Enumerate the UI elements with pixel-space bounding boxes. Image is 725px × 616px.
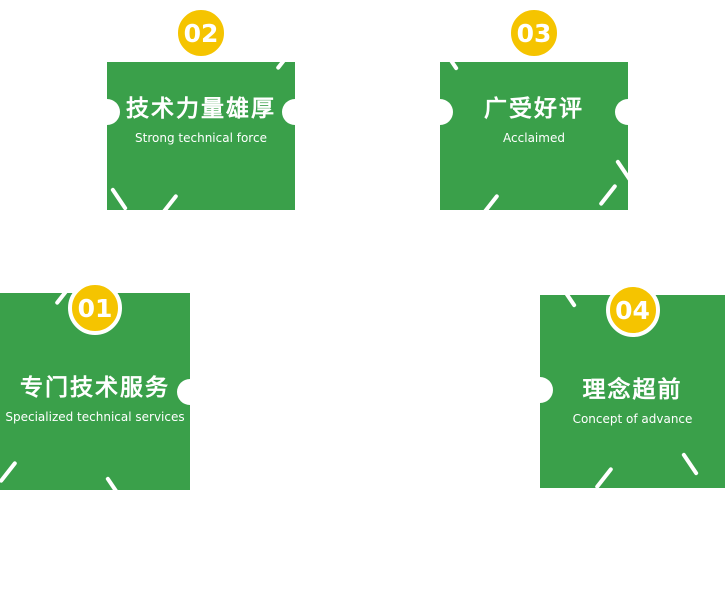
edge-notch-left [427,99,453,125]
card-title: 技术力量雄厚 [126,96,276,122]
feature-card-03: 03 广受好评 Acclaimed [427,6,641,217]
number-badge-03: 03 [507,6,561,60]
card-subtitle: Acclaimed [503,131,565,145]
feature-card-04: 04 理念超前 Concept of advance [527,283,725,490]
number-badge-01: 01 [68,281,122,335]
number-badge-02: 02 [174,6,228,60]
card-body: 技术力量雄厚 Strong technical force [107,62,295,210]
badge-number: 03 [516,18,552,48]
edge-notch-right [615,99,641,125]
badge-number: 04 [615,295,650,325]
card-body: 专门技术服务 Specialized technical services [0,293,190,490]
badge-number: 02 [183,18,219,48]
feature-card-01: 01 专门技术服务 Specialized technical services [0,281,203,500]
card-body: 广受好评 Acclaimed [440,62,628,210]
feature-card-02: 02 技术力量雄厚 Strong technical force [94,6,308,217]
edge-notch-left [94,99,120,125]
card-title: 专门技术服务 [20,375,170,401]
badge-number: 01 [77,293,113,323]
card-subtitle: Specialized technical services [5,410,185,424]
card-subtitle: Strong technical force [135,131,267,145]
card-title: 广受好评 [484,96,584,122]
edge-notch-left [527,377,553,403]
edge-notch-right [282,99,308,125]
number-badge-04: 04 [605,283,660,337]
card-subtitle: Concept of advance [572,412,693,426]
card-body: 理念超前 Concept of advance [540,295,725,488]
edge-notch-right [177,379,203,405]
card-title: 理念超前 [582,377,683,403]
